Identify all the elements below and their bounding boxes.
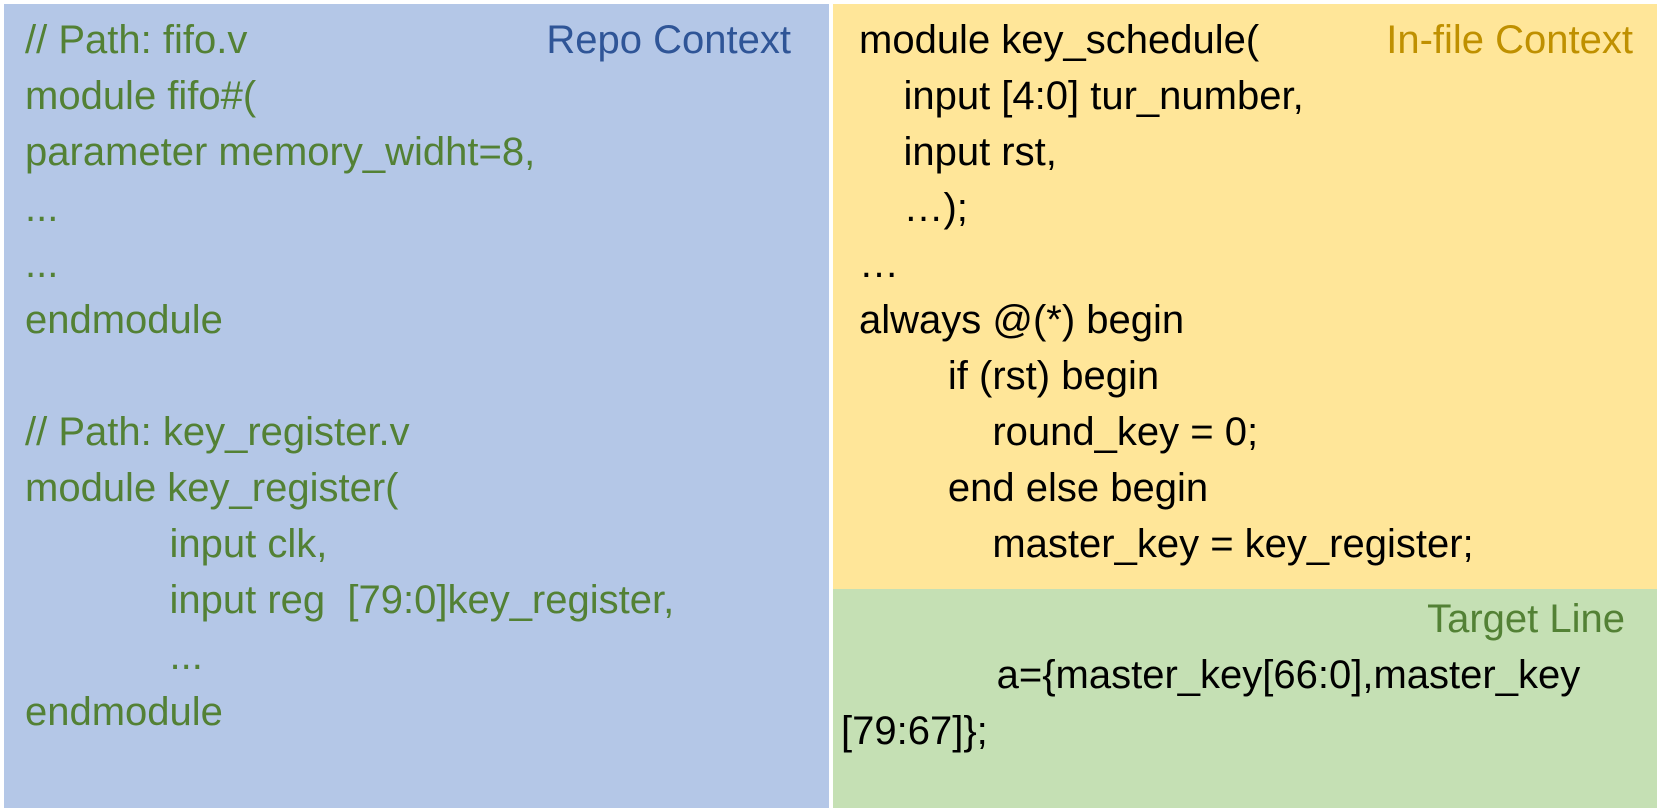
code-line: …); bbox=[859, 186, 968, 230]
code-line bbox=[25, 348, 829, 404]
code-line: end else begin bbox=[859, 466, 1209, 510]
code-line: input clk, bbox=[25, 522, 328, 566]
target-code-block: a={master_key[66:0],master_key [79:67]}; bbox=[833, 589, 1657, 759]
code-line: endmodule bbox=[25, 298, 223, 342]
code-line: input rst, bbox=[859, 130, 1057, 174]
code-line: // Path: fifo.v bbox=[25, 18, 248, 62]
code-line: module key_schedule( bbox=[859, 18, 1260, 62]
infile-context-panel: module key_schedule( input [4:0] tur_num… bbox=[833, 4, 1657, 589]
repo-code-block: // Path: fifo.v module fifo#( parameter me… bbox=[4, 4, 829, 740]
code-line: input reg [79:0]key_register, bbox=[25, 578, 675, 622]
code-line: ... bbox=[25, 634, 203, 678]
code-line: ... bbox=[25, 186, 59, 230]
code-line: if (rst) begin bbox=[859, 354, 1160, 398]
code-line: a={master_key[66:0],master_key bbox=[841, 653, 1581, 697]
target-line-label: Target Line bbox=[1427, 597, 1625, 641]
code-line: master_key = key_register; bbox=[859, 522, 1474, 566]
target-line-panel: a={master_key[66:0],master_key[79:67]}; … bbox=[833, 589, 1657, 808]
code-line: // Path: key_register.v bbox=[25, 410, 410, 454]
code-line: parameter memory_widht=8, bbox=[25, 130, 536, 174]
code-line: [79:67]}; bbox=[841, 709, 988, 753]
infile-code-block: module key_schedule( input [4:0] tur_num… bbox=[833, 4, 1657, 572]
repo-context-label: Repo Context bbox=[546, 18, 791, 62]
code-line: endmodule bbox=[25, 690, 223, 734]
infile-context-label: In-file Context bbox=[1386, 18, 1633, 62]
code-line: round_key = 0; bbox=[859, 410, 1259, 454]
code-line: always @(*) begin bbox=[859, 298, 1185, 342]
code-line: ... bbox=[25, 242, 59, 286]
code-line: input [4:0] tur_number, bbox=[859, 74, 1304, 118]
code-line: module key_register( bbox=[25, 466, 399, 510]
code-line: module fifo#( bbox=[25, 74, 257, 118]
code-line: … bbox=[859, 242, 899, 286]
repo-context-panel: // Path: fifo.v module fifo#( parameter me… bbox=[4, 4, 829, 808]
